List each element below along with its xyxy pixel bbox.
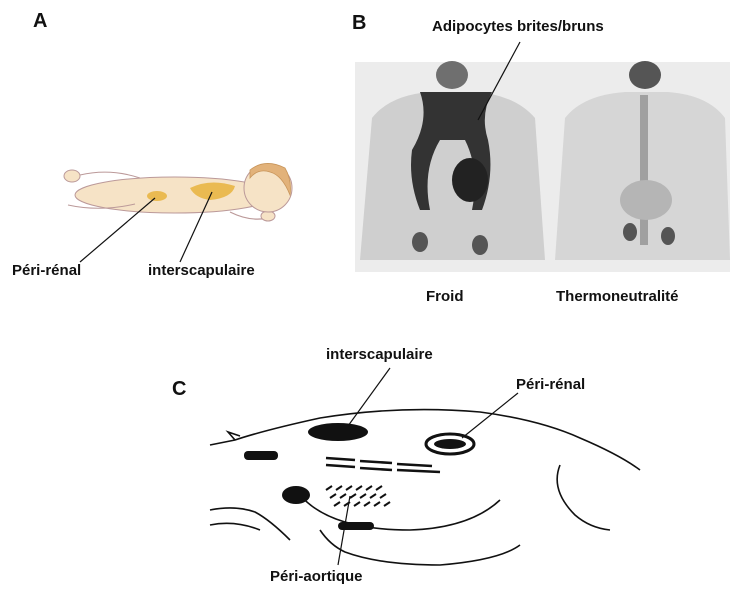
- depot-axillary: [282, 486, 310, 504]
- rodent-hind-leg: [557, 465, 610, 530]
- depot-peri-renal-inner: [434, 439, 466, 449]
- pointer-peri-renal-c: [462, 393, 518, 438]
- label-peri-renal-c: Péri-rénal: [516, 376, 585, 393]
- pointer-peri-aortique-c: [338, 496, 350, 565]
- label-peri-aortique-c: Péri-aortique: [270, 568, 363, 585]
- rodent-lower-body: [320, 530, 520, 565]
- label-interscapulaire-c: interscapulaire: [326, 346, 433, 363]
- rodent-foreleg-lower: [210, 523, 260, 530]
- depot-ventral: [338, 522, 374, 530]
- pointer-interscapulaire-c: [348, 368, 390, 426]
- depot-interscapular: [308, 423, 368, 441]
- depot-cervical: [244, 451, 278, 460]
- depot-dashes-dorsal: [326, 458, 440, 472]
- rodent-back-outline: [210, 410, 640, 470]
- depot-hatched-aortic: [326, 486, 390, 506]
- rodent-belly-outline: [300, 495, 500, 530]
